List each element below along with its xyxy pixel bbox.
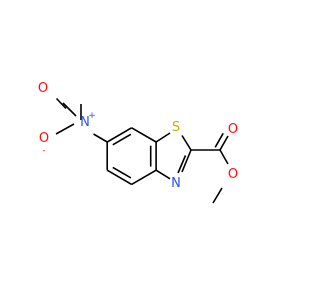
nitro-nitrogen-label: N [80,115,90,130]
nitro-oxygen-top-label: O [38,81,48,96]
bond [131,169,157,186]
bond [155,169,171,180]
bond [219,135,229,151]
sulfur-atom-label: S [172,120,180,135]
ester-oxygen-label: O [228,167,238,182]
bond [106,169,133,186]
bond [212,187,223,204]
molecule-svg: S N N + O O - O O [38,81,238,204]
bond [214,132,224,148]
bond [112,133,132,146]
nitro-oxygen-bottom-label: O [39,131,49,146]
molecule-structure-canvas: S N N + O O - O O [38,81,238,204]
bond [177,155,187,174]
bond [131,127,157,143]
bond [181,149,192,173]
bond [55,123,75,135]
bond [219,149,229,165]
nitro-positive-charge: + [88,111,96,121]
bond [155,132,171,143]
bond [55,97,67,110]
bond [62,102,77,117]
carbonyl-oxygen-label: O [228,122,238,137]
bond [93,133,108,143]
nitrogen-ring-label: N [171,176,181,191]
bond [181,135,192,151]
bond [106,127,133,143]
bond [112,166,132,179]
nitro-oxygen-negative-charge: - [42,146,45,156]
